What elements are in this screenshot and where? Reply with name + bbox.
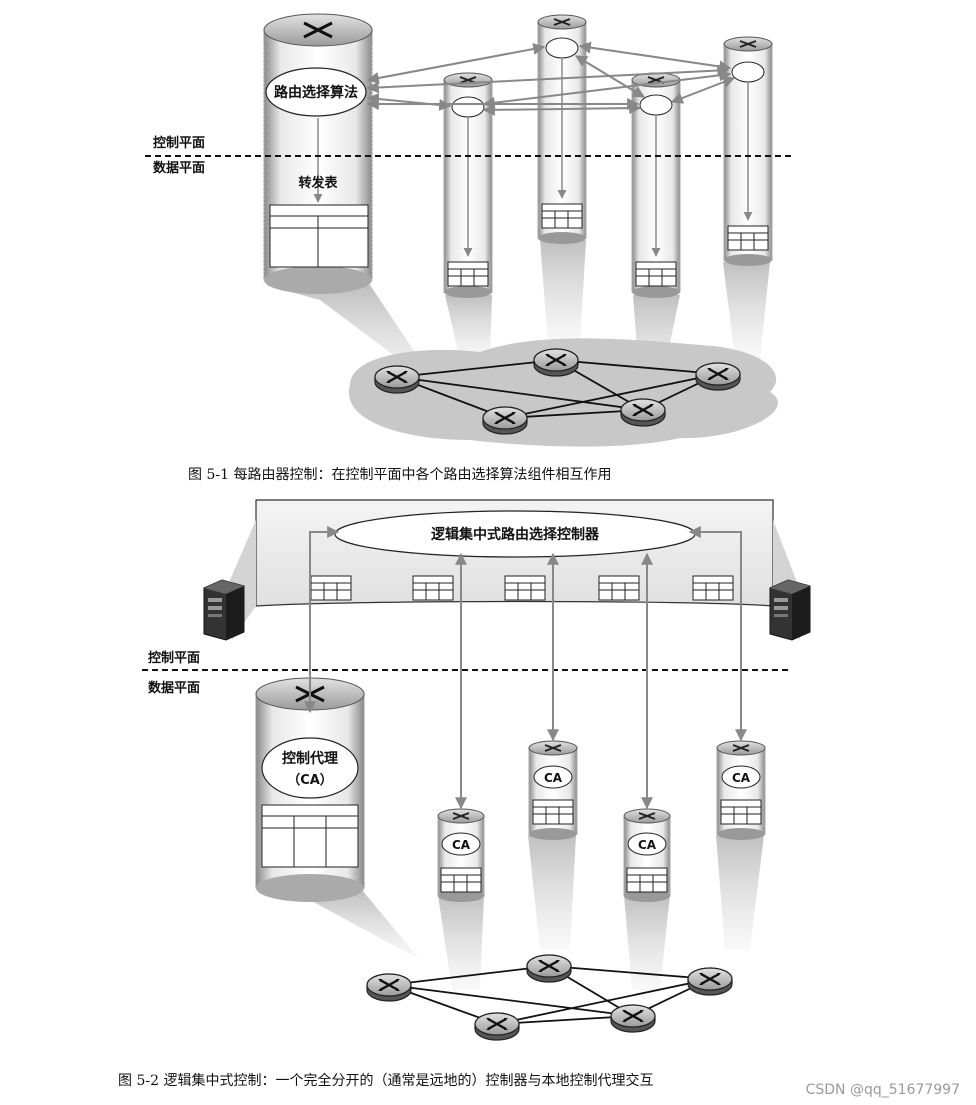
forwarding-table-label: 转发表 [298,175,338,191]
forwarding-table-5 [728,226,768,250]
ca-label-3: CA [544,771,563,785]
ca-label-4: CA [638,838,657,852]
control-agent-oval [262,738,358,798]
forwarding-table-4-fig2 [627,868,667,892]
data-plane-label-fig1: 数据平面 [153,160,205,176]
controller-table-1 [311,576,351,600]
router-icon-fig2-a [367,974,411,1001]
data-plane-label-fig2: 数据平面 [148,680,200,696]
control-agent-label: 控制代理 [282,750,338,767]
control-agent-abbr: （CA） [287,772,333,788]
forwarding-table-large-fig2 [262,805,358,867]
router-icon-fig1-c [696,363,740,390]
router-icon-fig2-d [475,1013,519,1040]
watermark-text: CSDN @qq_51677997 [806,1082,960,1098]
caption-fig2: 图 5-2 逻辑集中式控制：一个完全分开的（通常是远地的）控制器与本地控制代理交… [118,1072,653,1089]
router-icon-fig2-c [688,968,732,995]
caption-fig1: 图 5-1 每路由器控制：在控制平面中各个路由选择算法组件相互作用 [188,467,611,483]
controller-label: 逻辑集中式路由选择控制器 [431,526,600,543]
router-icon-fig1-d [483,407,527,434]
algorithm-label: 路由选择算法 [274,84,358,101]
router-icon-fig1-e [621,399,665,426]
forwarding-table-2-fig2 [441,868,481,892]
control-plane-label-fig2: 控制平面 [148,650,200,666]
controller-table-5 [693,576,733,600]
ca-label-5: CA [732,771,751,785]
ca-label-2: CA [452,838,471,852]
forwarding-table-large [270,205,368,267]
algorithm-oval-3 [546,38,578,58]
router-cylinder-5-fig2 [717,741,765,840]
router-icon-fig1-a [375,366,419,393]
forwarding-table-3-fig2 [533,800,573,824]
controller-table-3 [505,576,545,600]
forwarding-table-4 [636,262,676,286]
figure-5-2: 逻辑集中式路由选择控制器 控制平面 数据平面 控制代理 （CA） [118,500,810,1089]
forwarding-table-5-fig2 [721,800,761,824]
server-icon-right [770,580,810,640]
algorithm-oval-4 [640,95,672,115]
algorithm-oval-5 [732,62,764,82]
server-icon-left [204,580,244,640]
algorithm-oval-2 [452,97,484,117]
algorithm-to-table-arrows [318,59,748,256]
router-icon-fig2-b [527,955,571,982]
figure-5-1: 路由选择算法 控制平面 数据平面 转发表 [145,14,792,483]
control-plane-label-fig1: 控制平面 [153,135,205,151]
forwarding-table-2 [448,262,488,286]
controller-table-2 [413,576,453,600]
router-cylinder-3-fig2 [529,741,577,840]
forwarding-table-3 [542,204,582,228]
router-icon-fig2-e [611,1005,655,1032]
router-icon-fig1-b [534,349,578,376]
controller-table-4 [599,576,639,600]
